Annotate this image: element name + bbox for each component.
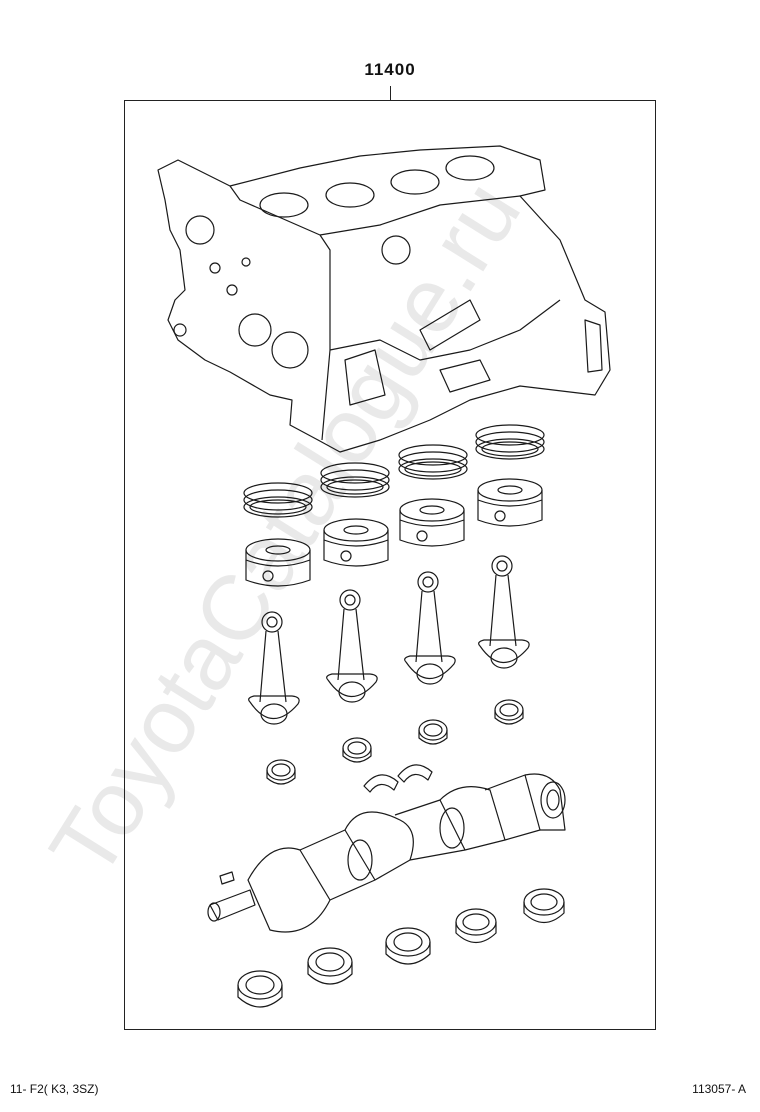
cylinder-block[interactable] <box>157 145 611 453</box>
connecting-rod[interactable] <box>248 555 530 725</box>
assembly-frame <box>124 100 656 1030</box>
thrust-washer[interactable] <box>363 764 433 793</box>
figure-reference: 11- F2( K3, 3SZ) <box>10 1082 99 1096</box>
piston-ring-set[interactable] <box>243 424 545 518</box>
connecting-rod-bearing[interactable] <box>266 699 524 785</box>
piston[interactable] <box>245 478 543 587</box>
drawing-number: 113057- A <box>692 1082 746 1096</box>
crankshaft[interactable] <box>207 773 566 933</box>
crankshaft-main-bearing[interactable] <box>237 888 565 1008</box>
part-number-label[interactable]: 11400 <box>364 60 416 79</box>
leader-line <box>390 86 391 100</box>
